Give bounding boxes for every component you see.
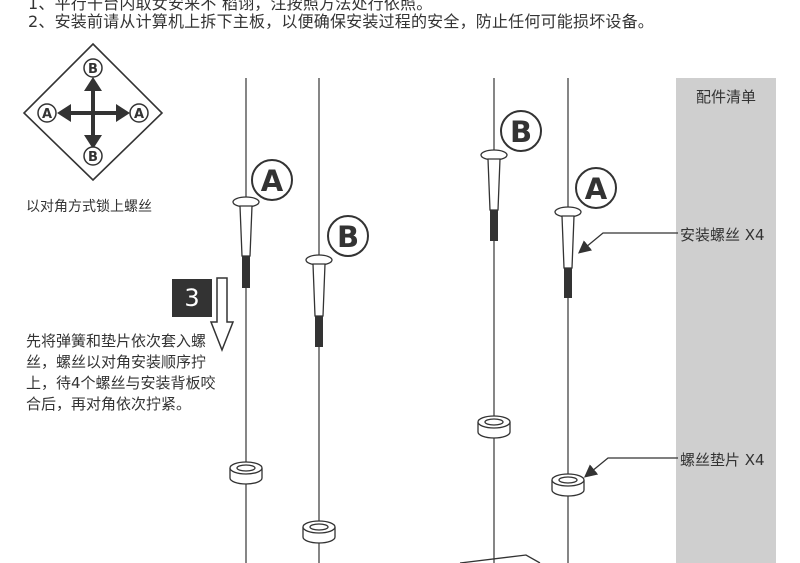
- washers: [229, 415, 585, 544]
- parts-list-panel: [676, 78, 776, 563]
- screw-4-label: A: [585, 172, 608, 206]
- diamond-label-bottom: B: [83, 146, 103, 166]
- down-arrow-icon: [209, 277, 235, 353]
- washer-2: [302, 520, 336, 544]
- svg-text:A: A: [134, 107, 144, 122]
- note-line-2: 2、安装前请从计算机上拆下主板，以便确保安装过程的安全，防止任何可能损坏设备。: [28, 12, 654, 31]
- bracket-edge: [459, 554, 541, 563]
- part-label-screw: 安装螺丝 X4: [680, 226, 765, 244]
- washer-3: [477, 415, 511, 439]
- washer-1: [229, 461, 263, 485]
- screw-3: B: [480, 110, 542, 241]
- diamond-label-left: A: [37, 103, 57, 123]
- parts-list-title: 配件清单: [695, 88, 756, 106]
- screw-3-label: B: [510, 115, 532, 149]
- svg-text:B: B: [88, 150, 98, 165]
- screw-1: A: [232, 159, 293, 288]
- leader-lines: [577, 232, 678, 478]
- svg-text:B: B: [88, 62, 98, 77]
- screw-1-label: A: [261, 164, 284, 198]
- step-number-badge: 3: [172, 279, 212, 317]
- step-instructions: 先将弹簧和垫片依次套入螺丝，螺丝以对角安装顺序拧上，待4个螺丝与安装背板咬合后，…: [26, 332, 216, 413]
- diagonal-order-diamond: B B A A: [22, 42, 164, 182]
- leader-screw: [577, 232, 678, 254]
- screw-2: B: [305, 215, 369, 347]
- svg-text:A: A: [42, 107, 52, 122]
- diamond-label-top: B: [83, 58, 103, 78]
- diamond-label-right: A: [129, 103, 149, 123]
- washer-4: [551, 473, 585, 497]
- leader-washer: [583, 457, 678, 478]
- screw-2-label: B: [337, 220, 359, 254]
- part-label-washer: 螺丝垫片 X4: [680, 451, 765, 469]
- note-line-1: 1、平行干台内取女安来不 稻诩，注按照方法处行依照。: [28, 0, 433, 13]
- diamond-caption: 以对角方式锁上螺丝: [26, 199, 152, 215]
- screw-4: A: [554, 167, 617, 298]
